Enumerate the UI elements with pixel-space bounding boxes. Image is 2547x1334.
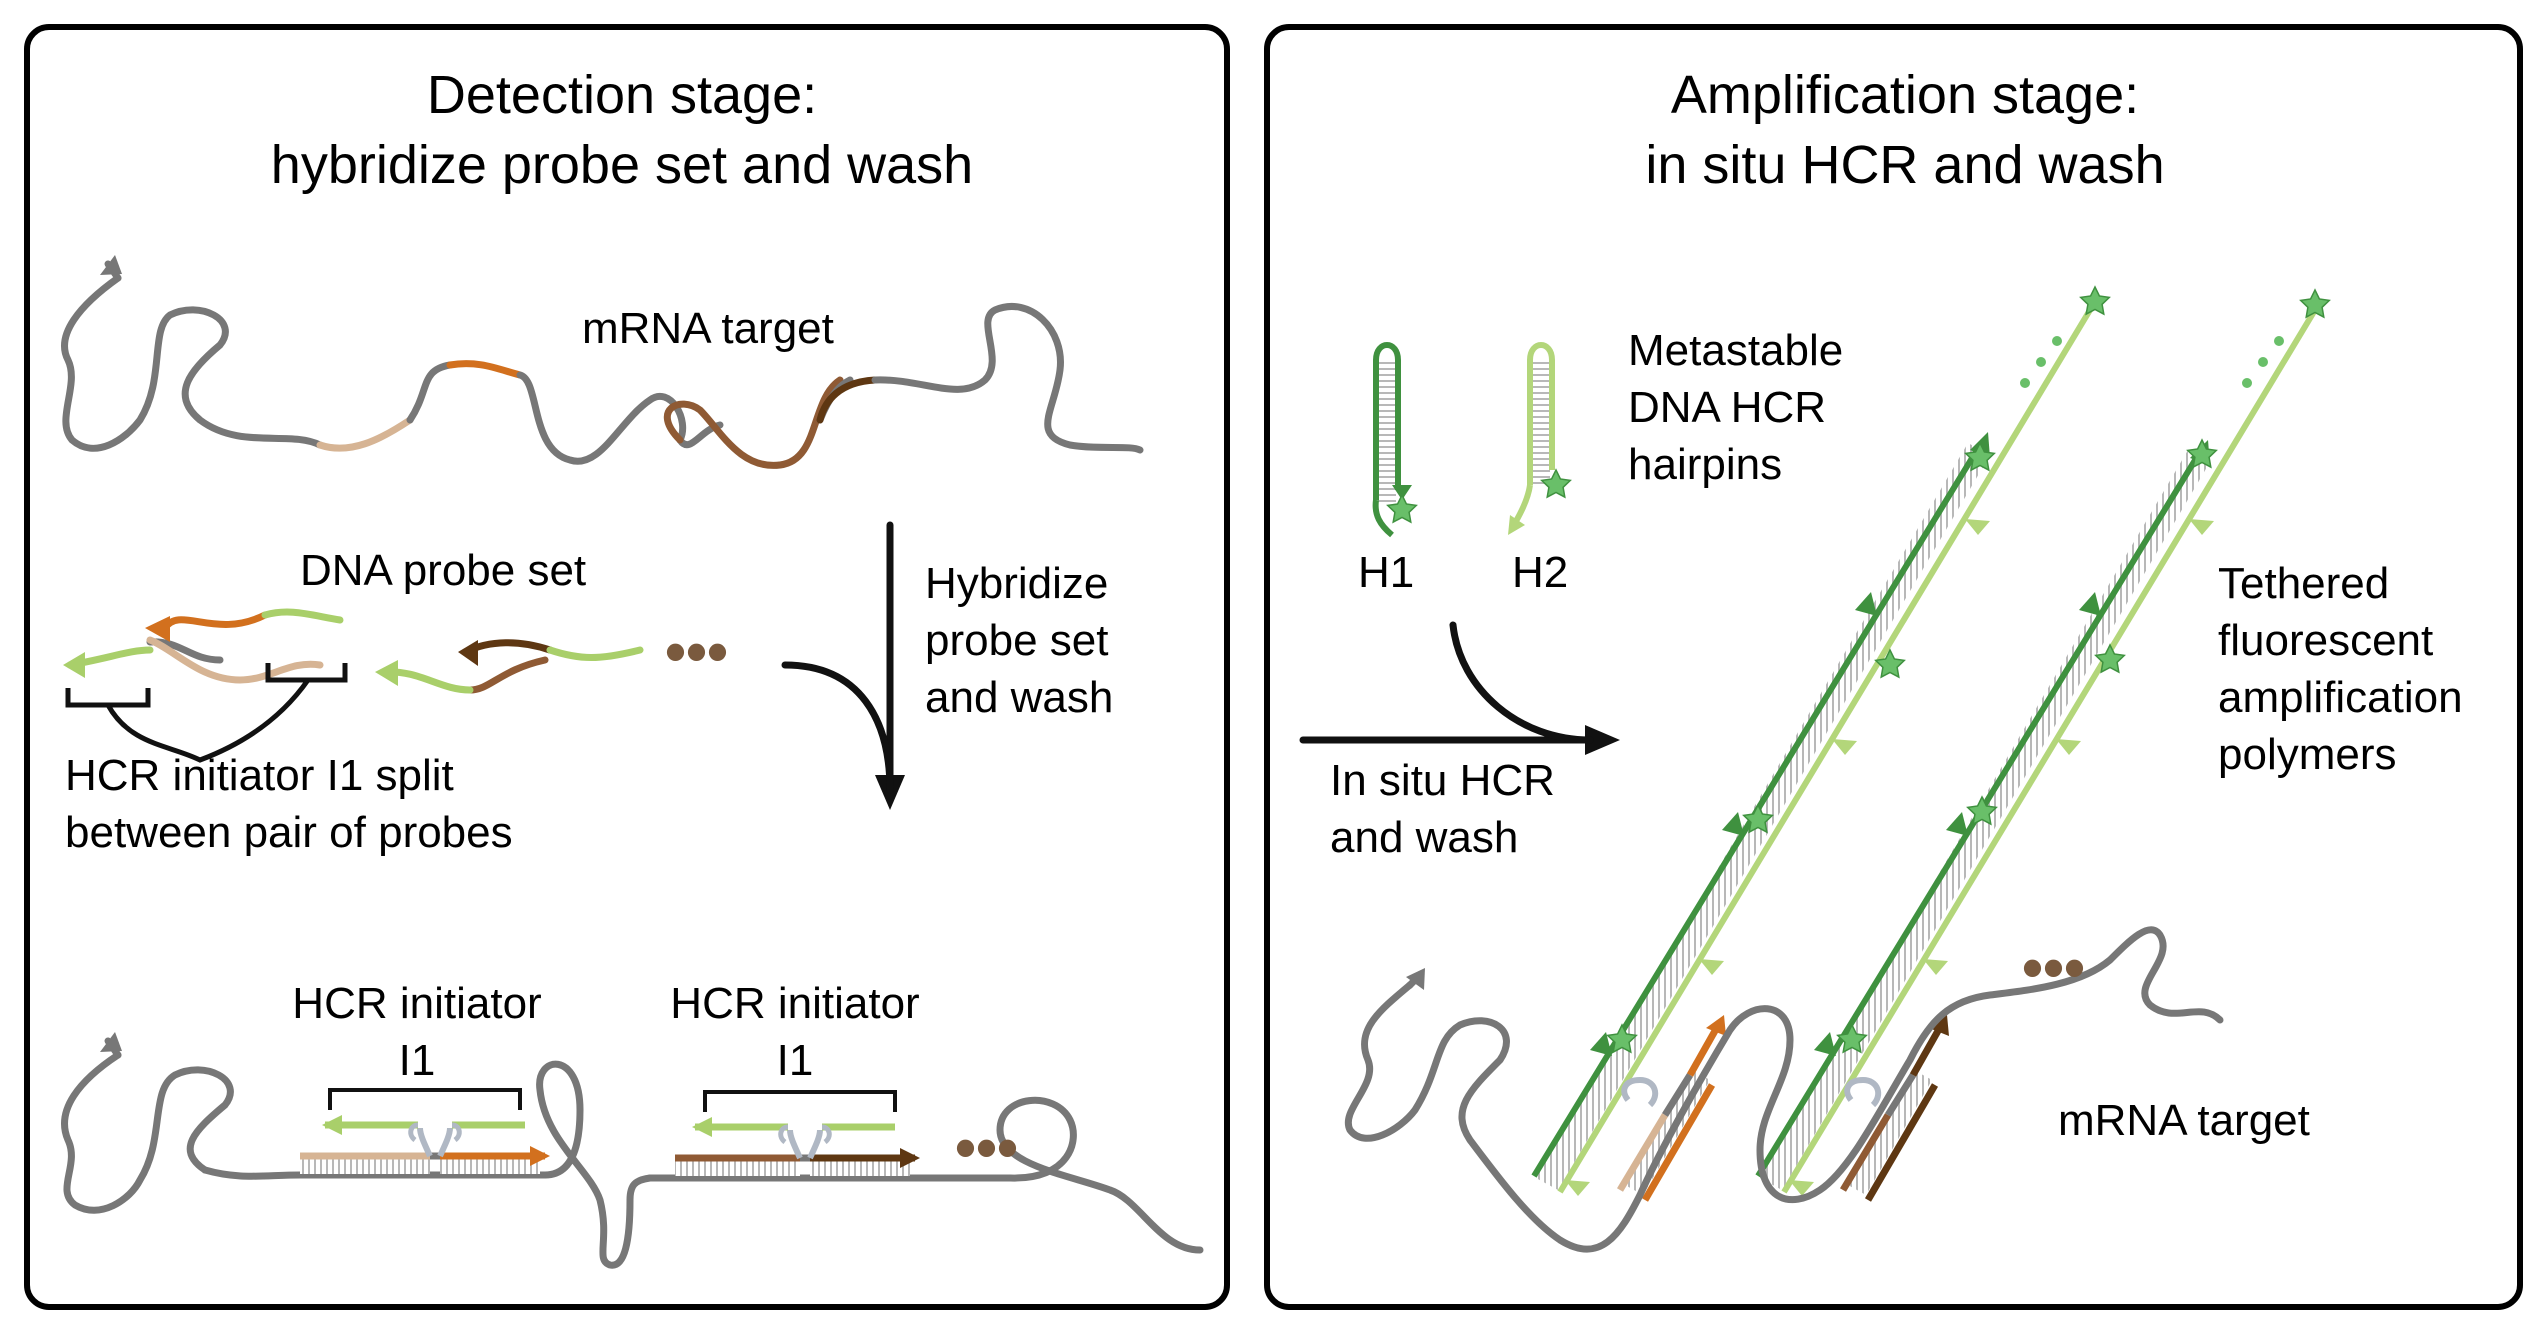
amplification-stage-panel: Amplification stage: in situ HCR and was… [1264,24,2523,1310]
hairpins-label-line2: DNA HCR [1628,383,1826,432]
mrna-target-label-top: mRNA target [582,304,834,353]
initiator-b-line1: HCR initiator [670,979,919,1028]
hybridize-arrow [781,521,905,810]
split-initiator-brackets [65,663,348,763]
initiator-a-line1: HCR initiator [292,979,541,1028]
mrna-target-top [61,255,1144,469]
hairpin-h1-label: H1 [1358,548,1414,597]
probe-pair-2 [375,639,644,694]
split-initiator-line2: between pair of probes [65,808,513,857]
initiator-a-line2: I1 [399,1036,436,1085]
mrna-amplification-ellipsis: ••• [2022,934,2085,1001]
amplification-title-line1: Amplification stage: [1671,65,2139,125]
in-situ-step-line1: In situ HCR [1330,756,1555,805]
split-initiator-line1: HCR initiator I1 split [65,751,454,800]
detection-stage-panel: Detection stage: hybridize probe set and… [24,24,1230,1310]
polymer-label-line2: fluorescent [2218,616,2433,665]
hairpin-h2-label: H2 [1512,548,1568,597]
detection-panel-frame [24,24,1230,1310]
hairpins-label-line3: hairpins [1628,440,1782,489]
hybridize-step-line1: Hybridize [925,559,1108,608]
polymer-label-line4: polymers [2218,730,2397,779]
polymer-label-line1: Tethered [2218,559,2389,608]
hybridize-step-line2: probe set [925,616,1108,665]
mrna-target-bottom [61,1032,1204,1269]
initiator-b-line2: I1 [777,1036,814,1085]
amplification-title-line2: in situ HCR and wash [1645,135,2164,195]
probe-pair-1 [63,608,344,684]
hairpin-h1 [1372,342,1418,538]
mrna-target-amplification [1344,926,2224,1253]
probe-set-label: DNA probe set [300,546,586,595]
hairpin-h2 [1508,342,1572,535]
polymer-label-line3: amplification [2218,673,2463,722]
hybridized-probe-pair-a [300,1088,550,1174]
mrna-bottom-ellipsis: ••• [955,1114,1018,1181]
hairpins-label-line1: Metastable [1628,326,1843,375]
detection-title-line1: Detection stage: [427,65,817,125]
amplification-polymer-2 [1755,289,2331,1196]
detection-title-line2: hybridize probe set and wash [271,135,973,195]
in-situ-hcr-arrow [1299,621,1620,755]
amplification-panel-frame [1264,24,2523,1310]
hybridize-step-line3: and wash [925,673,1113,722]
mrna-target-label-amplification: mRNA target [2058,1096,2310,1145]
in-situ-step-line2: and wash [1330,813,1518,862]
amplification-polymer-1 [1531,286,2111,1196]
hybridized-probe-pair-b [675,1090,920,1176]
anchored-probe-pair-2 [1839,1015,1949,1202]
probe-set-ellipsis: ••• [665,618,728,685]
